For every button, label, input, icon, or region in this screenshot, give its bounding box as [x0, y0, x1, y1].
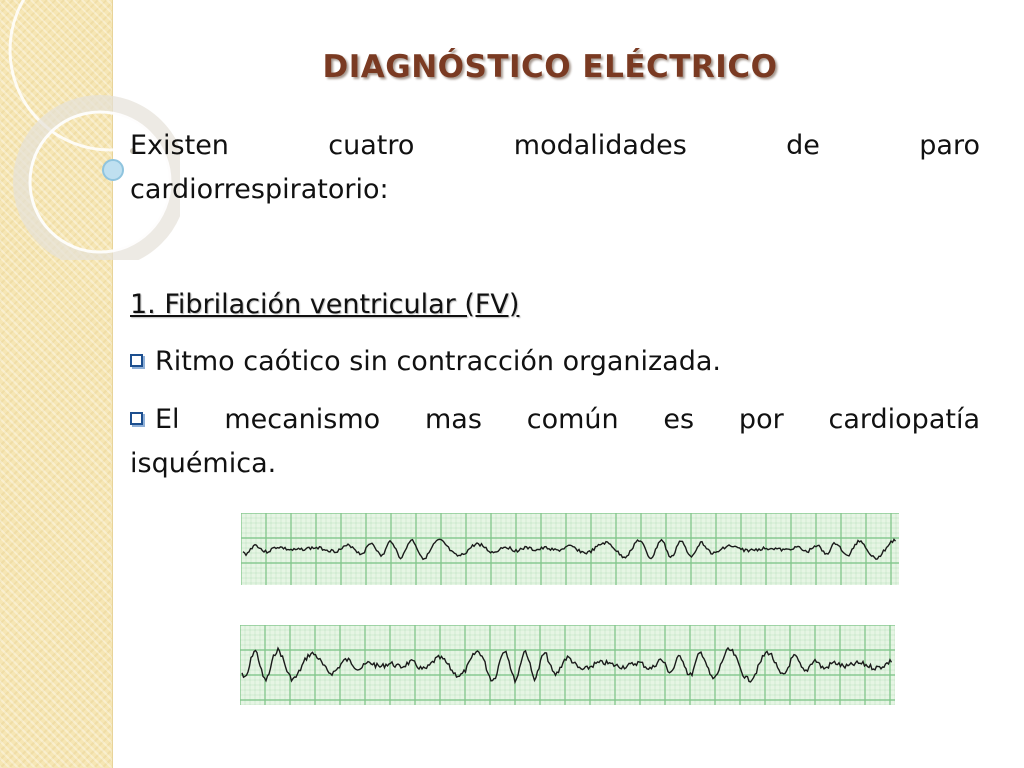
- ecg-strip-fine-vf: [241, 513, 899, 585]
- intro-paragraph: Existen cuatro modalidades de paro cardi…: [130, 124, 980, 212]
- intro-line-1: Existen cuatro modalidades de paro: [130, 130, 980, 161]
- bullet-text: Ritmo caótico sin contracción organizada…: [155, 346, 721, 377]
- bullet-text: El mecanismo mas común es por cardiopatí…: [155, 404, 980, 435]
- bullet-line-2: isquémica.: [130, 448, 277, 479]
- slide-title: DIAGNÓSTICO ELÉCTRICO: [322, 49, 778, 85]
- section-heading: 1. Fibrilación ventricular (FV): [130, 289, 520, 320]
- square-bullet-icon: [130, 354, 143, 367]
- square-bullet-icon: [130, 412, 143, 425]
- decorative-circles: [8, 0, 180, 260]
- bullet-line-1: El mecanismo mas común es por cardiopatí…: [130, 398, 980, 442]
- bullet-item: Ritmo caótico sin contracción organizada…: [130, 340, 980, 384]
- intro-line-2: cardiorrespiratorio:: [130, 174, 389, 205]
- bullet-item: El mecanismo mas común es por cardiopatí…: [130, 398, 980, 486]
- ecg-strip-coarse-vf: [240, 625, 895, 705]
